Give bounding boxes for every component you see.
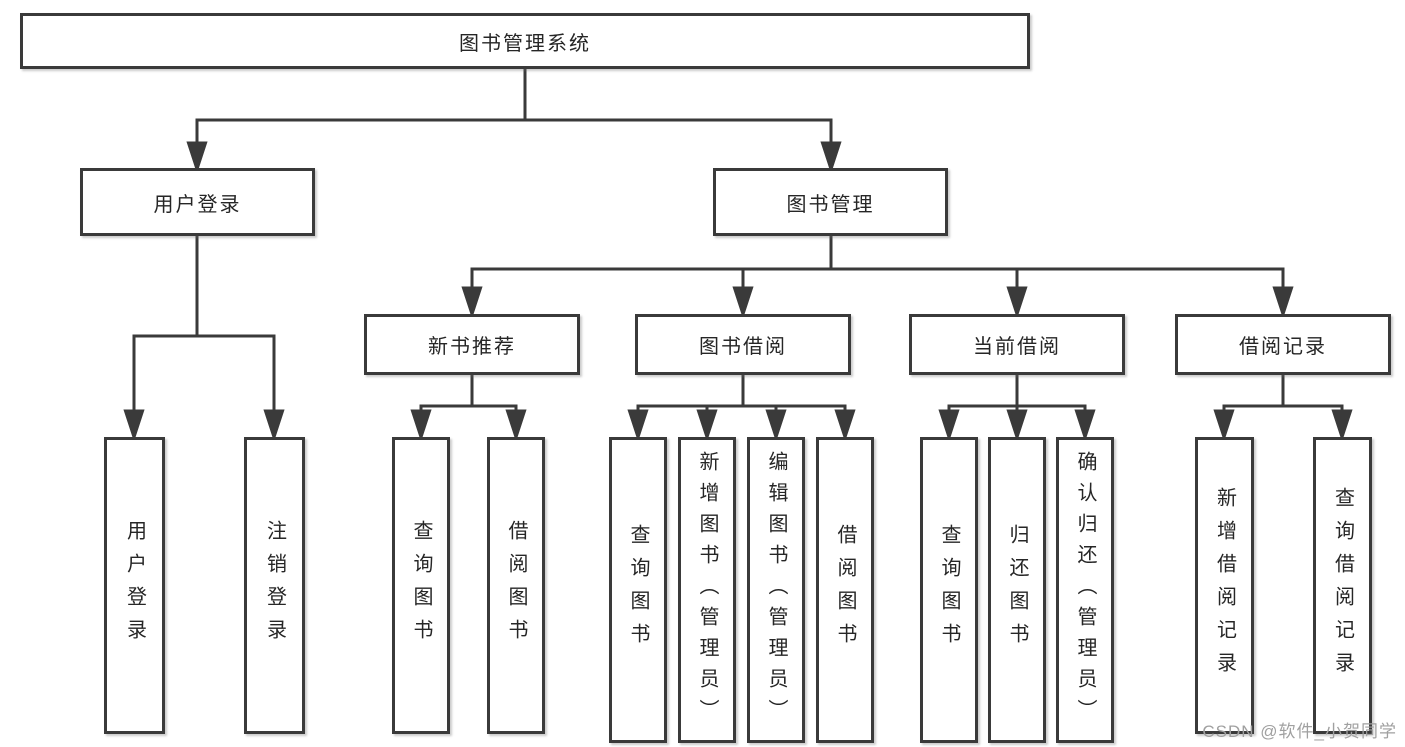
node-book-management-label: 图书管理 <box>786 193 875 216</box>
leaf-return-books: 归还图书 <box>988 437 1046 743</box>
node-book-borrowing-label: 图书借阅 <box>699 336 787 358</box>
leaf-borrow-books-borrowing: 借阅图书 <box>816 437 874 743</box>
csdn-watermark: CSDN @软件_小贺同学 <box>1202 722 1397 741</box>
leaf-add-books-admin: 新增图书（管理员） <box>678 437 736 743</box>
node-borrowing-records: 借阅记录 <box>1175 314 1391 375</box>
leaf-query-books-recommendation: 查询图书 <box>392 437 450 734</box>
leaf-query-books-borrowing-label: 查询图书 <box>627 524 649 656</box>
leaf-borrow-books-recommendation: 借阅图书 <box>487 437 545 734</box>
node-current-borrowing: 当前借阅 <box>909 314 1125 375</box>
node-book-borrowing: 图书借阅 <box>635 314 851 375</box>
node-borrowing-records-label: 借阅记录 <box>1239 336 1327 358</box>
leaf-edit-books-admin: 编辑图书（管理员） <box>747 437 805 743</box>
leaf-add-books-admin-label: 新增图书（管理员） <box>696 450 718 730</box>
leaf-confirm-return-admin-label: 确认归还（管理员） <box>1074 450 1096 730</box>
leaf-logout-label: 注销登录 <box>263 519 286 652</box>
node-new-book-recommendation: 新书推荐 <box>364 314 580 375</box>
leaf-add-borrowing-record: 新增借阅记录 <box>1195 437 1254 734</box>
leaf-query-books-current: 查询图书 <box>920 437 978 743</box>
leaf-edit-books-admin-label: 编辑图书（管理员） <box>765 450 787 730</box>
node-current-borrowing-label: 当前借阅 <box>973 336 1061 358</box>
node-user-login-label: 用户登录 <box>153 193 242 216</box>
node-user-login: 用户登录 <box>80 168 315 236</box>
leaf-add-borrowing-record-label: 新增借阅记录 <box>1213 486 1236 685</box>
leaf-confirm-return-admin: 确认归还（管理员） <box>1056 437 1114 743</box>
node-root-label: 图书管理系统 <box>459 32 591 55</box>
leaf-user-login: 用户登录 <box>104 437 165 734</box>
leaf-borrow-books-recommendation-label: 借阅图书 <box>505 519 527 652</box>
leaf-query-books-recommendation-label: 查询图书 <box>410 519 432 652</box>
leaf-query-books-current-label: 查询图书 <box>938 524 960 656</box>
leaf-borrow-books-borrowing-label: 借阅图书 <box>834 524 856 656</box>
node-book-management: 图书管理 <box>713 168 948 236</box>
leaf-query-borrowing-record-label: 查询借阅记录 <box>1331 486 1354 685</box>
leaf-user-login-label: 用户登录 <box>123 519 146 652</box>
leaf-query-books-borrowing: 查询图书 <box>609 437 667 743</box>
node-root: 图书管理系统 <box>20 13 1030 69</box>
leaf-return-books-label: 归还图书 <box>1006 524 1028 656</box>
leaf-query-borrowing-record: 查询借阅记录 <box>1313 437 1372 734</box>
leaf-logout: 注销登录 <box>244 437 305 734</box>
node-new-book-recommendation-label: 新书推荐 <box>428 336 516 358</box>
